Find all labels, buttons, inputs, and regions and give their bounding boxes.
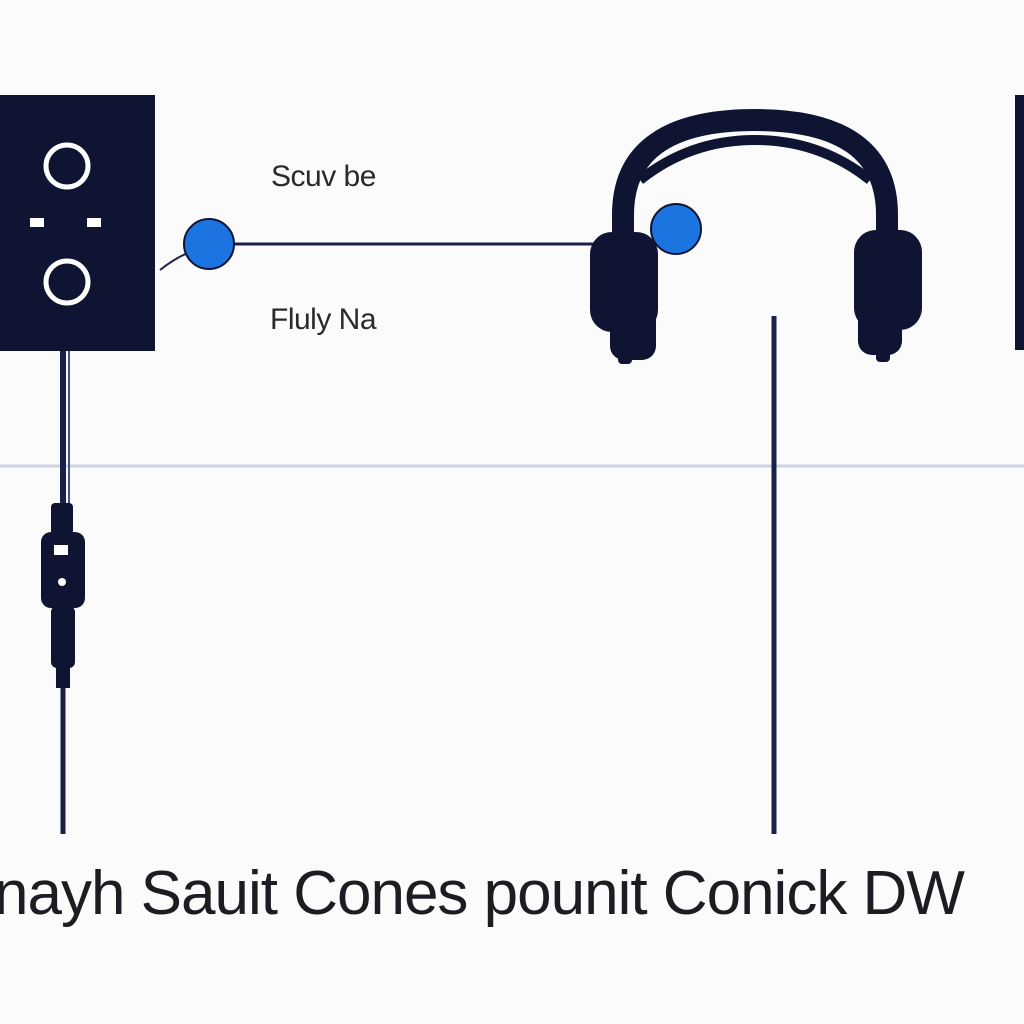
connector-dot-left — [183, 218, 235, 270]
connection-label-top: Scuv be — [271, 160, 376, 193]
diagram-caption: nayh Sauit Cones pounit Conick DW — [0, 859, 965, 928]
connection-label-bottom: Fluly Na — [270, 303, 377, 336]
headphones-icon — [590, 108, 922, 364]
connector-dot-right — [650, 203, 702, 255]
right-edge-panel — [1015, 95, 1024, 350]
audio-jack-icon — [41, 351, 85, 834]
speaker-icon — [0, 95, 155, 351]
